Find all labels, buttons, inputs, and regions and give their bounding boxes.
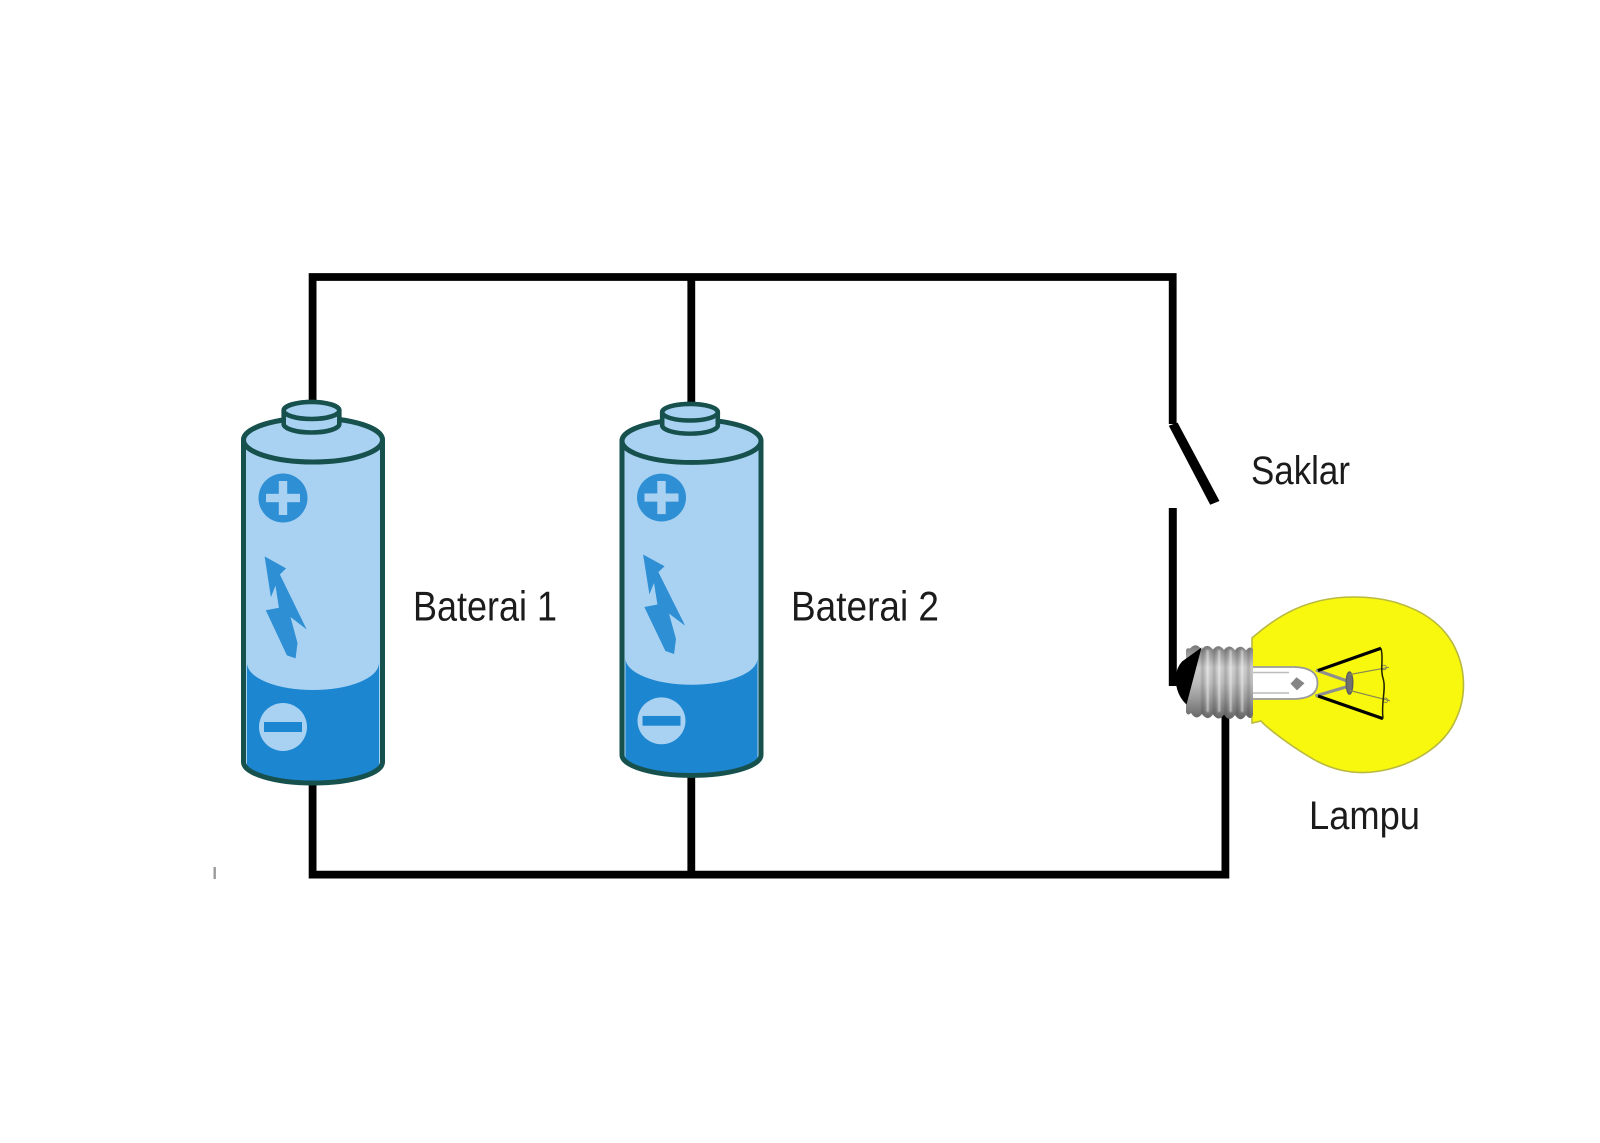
svg-text:Lampu: Lampu [1309,794,1420,838]
svg-text:Saklar: Saklar [1251,449,1350,493]
svg-text:Baterai 2: Baterai 2 [791,583,939,630]
svg-text:Baterai 1: Baterai 1 [413,583,557,630]
